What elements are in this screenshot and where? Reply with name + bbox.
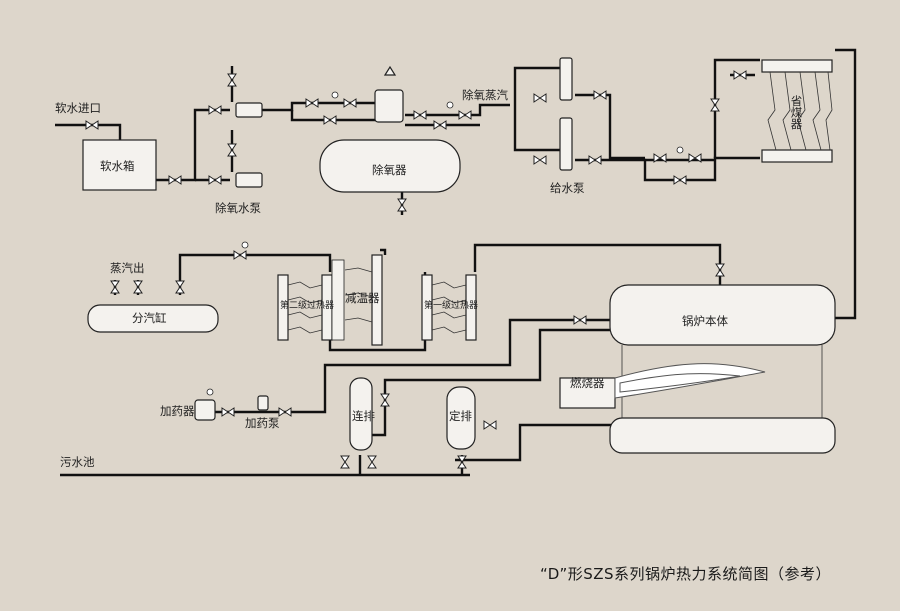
gauges: [206, 91, 684, 396]
primary-superheater-label: 第一级过热器: [424, 301, 479, 311]
diagram-caption: “D”形SZS系列锅炉热力系统简图（参考）: [540, 565, 832, 583]
feed-pump-1: [559, 57, 573, 101]
deaerator-vent: [383, 65, 397, 76]
feed-pump-label: 给水泵: [550, 181, 585, 195]
deaerator-pump-1: [235, 102, 263, 118]
boiler-lower-drum: [609, 417, 836, 454]
feed-pump-2: [559, 117, 573, 171]
sh1-right: [465, 274, 477, 341]
boiler-body-label: 锅炉本体: [682, 314, 728, 328]
deaerator-steam-label: 除氧蒸汽: [462, 88, 508, 102]
sewage-pool-label: 污水池: [60, 455, 95, 469]
equipment: [82, 57, 836, 454]
economizer-label: 省煤器: [789, 95, 804, 130]
steam-header-label: 分汽缸: [132, 311, 167, 325]
periodic-blowdown-label: 定排: [449, 409, 472, 423]
burner-label: 燃烧器: [570, 376, 605, 390]
steam-header: [87, 304, 219, 333]
dosing-tank: [194, 399, 216, 421]
eco-top: [761, 59, 833, 73]
pb-tank: [446, 386, 476, 450]
coil-lines: [287, 71, 833, 418]
deaerator-pump-label: 除氧水泵: [215, 201, 261, 215]
deaerator-label: 除氧器: [372, 163, 407, 177]
dosing-pump-label: 加药泵: [245, 416, 280, 430]
steam-out-label: 蒸汽出: [110, 261, 145, 275]
deaerator-tank: [319, 139, 461, 193]
secondary-superheater-label: 第二级过热器: [280, 301, 335, 311]
burner: [559, 377, 616, 409]
cb-tank: [349, 377, 373, 451]
dosing-unit-label: 加药器: [160, 404, 195, 418]
soft-water-tank: [82, 139, 157, 191]
soft-water-inlet-label: 软水进口: [55, 101, 101, 115]
deaerator-pump-2: [235, 172, 263, 188]
sh1-left: [421, 274, 433, 341]
boiler-upper-drum: [609, 284, 836, 346]
flame: [614, 363, 766, 399]
desuperheater-label: 减温器: [345, 291, 380, 305]
soft-water-tank-label: 软水箱: [100, 159, 135, 173]
dosing-pump-body: [257, 395, 269, 411]
deaerator-dome: [374, 89, 404, 123]
sh2-left: [277, 274, 289, 341]
continuous-blowdown-label: 连排: [352, 409, 375, 423]
eco-bottom: [761, 149, 833, 163]
desup-right: [371, 254, 383, 346]
